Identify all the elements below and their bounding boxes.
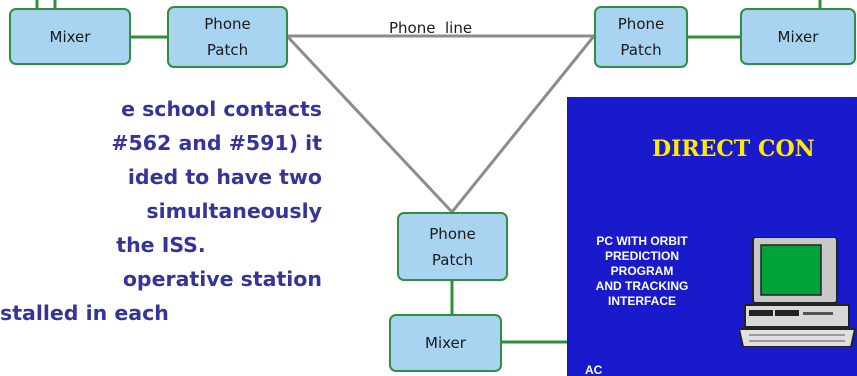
phone-patch-label-line2: Patch (431, 250, 474, 269)
pc-label: PC WITH ORBIT PREDICTION PROGRAM AND TRA… (567, 234, 717, 309)
mixer-label: Mixer (777, 27, 819, 46)
bullet-text-line: e school contacts (121, 97, 322, 121)
phone-patch-box-right: Phone Patch (594, 6, 688, 68)
mixer-box-bottom: Mixer (389, 314, 502, 372)
bullet-text-line: stalled in each (0, 301, 169, 325)
embedded-slide: DIRECT CON PC WITH ORBIT PREDICTION PROG… (567, 97, 857, 376)
mixer-label: Mixer (425, 334, 466, 352)
phone-line-left (285, 34, 454, 214)
phone-patch-label-line2: Patch (206, 41, 249, 59)
pc-label-line: INTERFACE (607, 294, 676, 308)
phone-line-right (450, 35, 596, 213)
phone-patch-label-line1: Phone (204, 15, 251, 33)
ac-label: AC (585, 363, 603, 376)
phone-patch-label-line1: Phone (429, 224, 476, 243)
pc-label-line: PREDICTION (604, 249, 679, 263)
computer-icon (739, 237, 857, 347)
mixer-box-left: Mixer (9, 8, 131, 65)
phone-patch-label-line1: Phone (617, 15, 665, 33)
pc-label-line: PROGRAM (610, 264, 674, 278)
bullet-text-line: operative station (122, 267, 322, 291)
bullet-text-line: simultaneously (146, 199, 322, 223)
pc-label-line: PC WITH ORBIT (596, 234, 688, 248)
phone-patch-box-bottom: Phone Patch (397, 212, 508, 281)
bullet-text: e school contacts #562 and #591) it ided… (0, 92, 322, 330)
pc-label-line: AND TRACKING (595, 279, 689, 293)
phone-patch-box-left: Phone Patch (167, 6, 288, 68)
bullet-text-line: the ISS. (116, 233, 206, 257)
bullet-text-line: ided to have two (127, 165, 322, 189)
mixer-label: Mixer (49, 27, 91, 46)
phone-line-label: Phone line (389, 19, 473, 37)
slide-title: DIRECT CON (652, 136, 815, 162)
mixer-box-right: Mixer (740, 8, 856, 65)
phone-patch-label-line2: Patch (620, 41, 662, 59)
bullet-text-line: #562 and #591) it (111, 131, 322, 155)
